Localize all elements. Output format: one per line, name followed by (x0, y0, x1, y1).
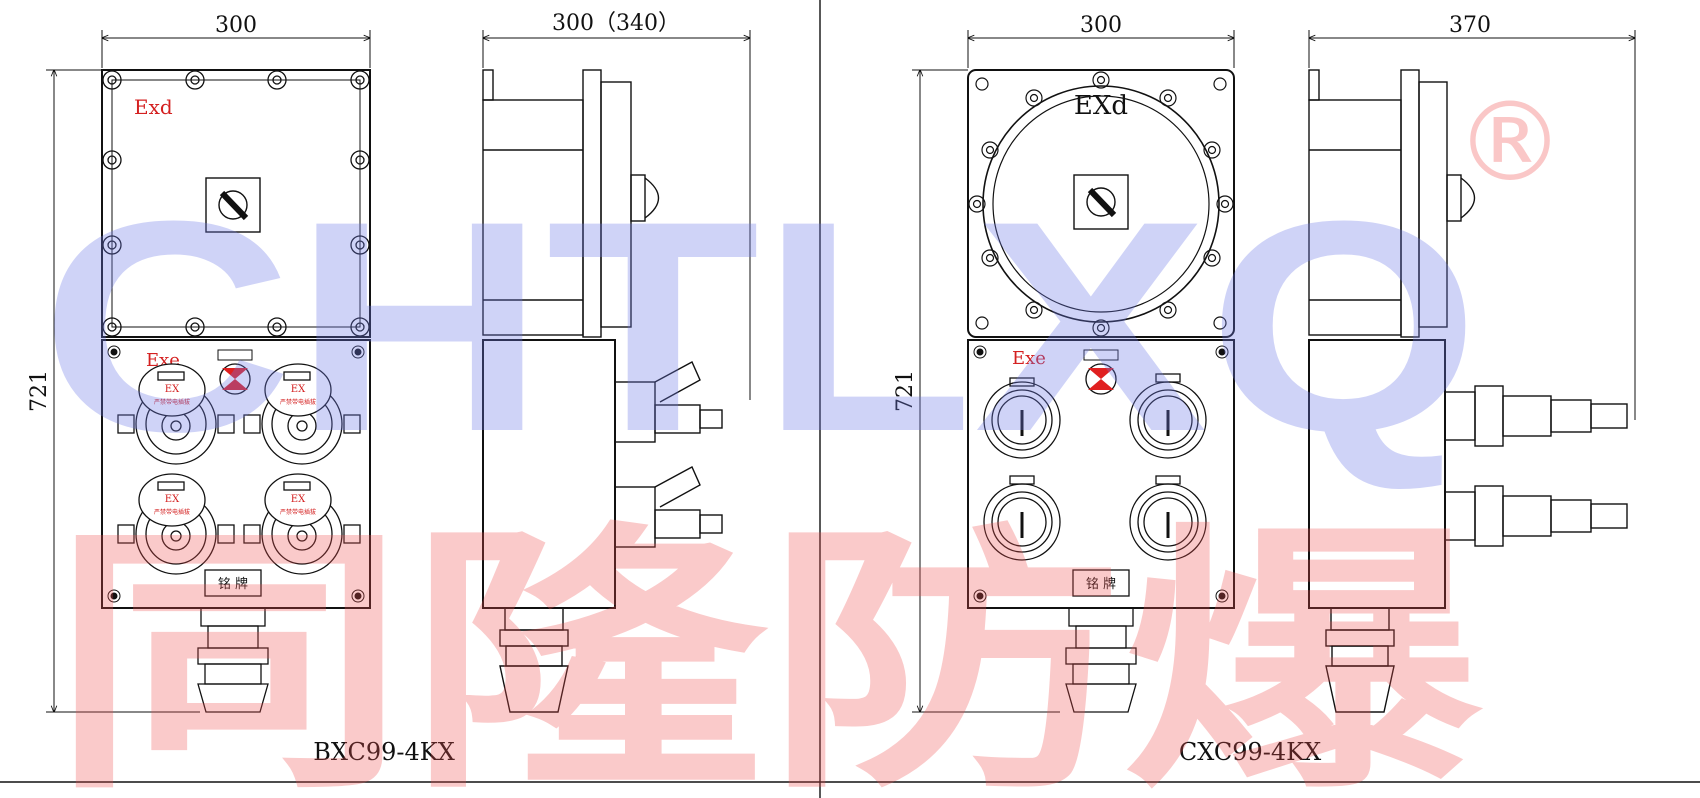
left-front-width-dimension (102, 30, 370, 68)
left-socket-1 (117, 363, 235, 465)
right-side-width-dimension (1309, 30, 1635, 420)
watermark-registered-mark: ® (1455, 78, 1565, 206)
left-nameplate (204, 569, 262, 597)
left-model-label: BXC99-4KX (313, 738, 455, 766)
left-socket-2-ex-label: EX (291, 384, 306, 395)
left-socket-3-caption: 严禁带电插拔 (154, 508, 190, 516)
left-drawing: 300 300（340） 721 (27, 11, 750, 766)
left-socket-4-ex-label: EX (291, 494, 306, 505)
right-model-label: CXC99-4KX (1179, 738, 1321, 766)
right-nameplate-label: 铭 牌 (1086, 576, 1116, 592)
left-indicator-lamp-icon (217, 349, 253, 395)
left-nameplate-label: 铭 牌 (218, 576, 248, 592)
left-socket-4-caption: 严禁带电插拔 (280, 508, 316, 516)
left-height-label: 721 (27, 370, 52, 412)
right-upper-bolts (968, 71, 1234, 337)
watermark-latin-text: CHTLXQ (40, 158, 1480, 494)
left-rotary-switch-icon (205, 177, 261, 233)
right-height-label: 721 (893, 370, 918, 412)
right-front-upper-box (967, 69, 1235, 338)
left-socket-4 (243, 473, 361, 575)
right-front-width-dimension (968, 30, 1234, 68)
left-upper-box-label: Exd (134, 95, 173, 119)
left-height-dimension (46, 70, 200, 712)
right-rotary-switch-icon (1073, 174, 1129, 230)
left-socket-1-ex-label: EX (165, 384, 180, 395)
right-lower-box-label: Exe (1012, 348, 1046, 369)
right-socket-1 (983, 377, 1061, 459)
left-socket-3 (117, 473, 235, 575)
left-side-view (482, 69, 723, 713)
right-height-dimension (912, 70, 1060, 712)
right-cable-gland (1065, 607, 1137, 713)
left-socket-2-caption: 严禁带电插拔 (280, 398, 316, 406)
right-side-view (1308, 69, 1628, 713)
right-socket-4 (1129, 475, 1207, 561)
left-cable-gland (197, 607, 269, 713)
left-front-width-label: 300 (215, 13, 257, 38)
right-nameplate (1072, 569, 1130, 597)
left-front-upper-box (101, 69, 371, 338)
right-upper-box-label: EXd (1074, 91, 1128, 121)
left-side-width-label: 300（340） (552, 11, 680, 36)
left-side-width-dimension (483, 30, 750, 400)
right-socket-3 (983, 475, 1061, 561)
left-socket-3-ex-label: EX (165, 494, 180, 505)
left-socket-1-caption: 严禁带电插拔 (154, 398, 190, 406)
left-socket-2 (243, 363, 361, 465)
watermark: CHTLXQ ® 同隆防爆 (40, 78, 1565, 798)
left-upper-bolts (102, 70, 370, 337)
right-drawing: 300 370 721 (893, 13, 1635, 766)
watermark-chinese-text: 同隆防爆 (50, 501, 1486, 798)
right-indicator-lamp-icon (1083, 349, 1119, 395)
right-side-width-label: 370 (1449, 13, 1491, 38)
right-front-width-label: 300 (1080, 13, 1122, 38)
right-socket-2 (1129, 373, 1207, 459)
